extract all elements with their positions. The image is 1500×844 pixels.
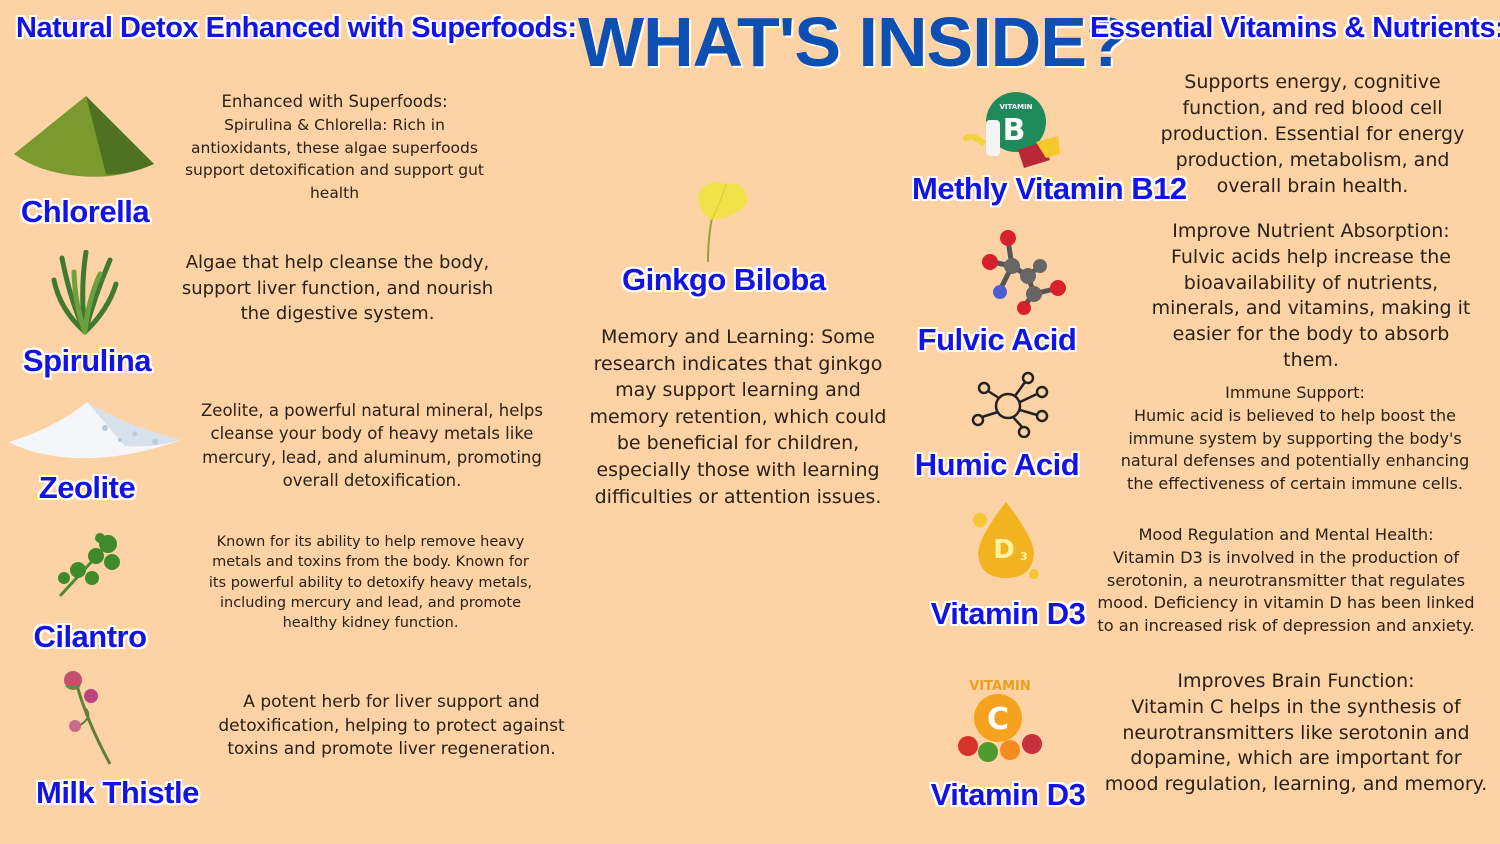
svg-text:C: C bbox=[987, 702, 1009, 737]
b12-badge-text: VITAMIN bbox=[999, 103, 1032, 111]
svg-text:VITAMIN: VITAMIN bbox=[969, 679, 1030, 694]
cilantro-leaf-icon bbox=[52, 532, 122, 600]
vitamin-c-icon: VITAMIN C bbox=[952, 674, 1052, 766]
milk-thistle-description: A potent herb for liver support and deto… bbox=[218, 692, 565, 759]
zeolite-description: Zeolite, a powerful natural mineral, hel… bbox=[201, 401, 543, 490]
molecule-outline-icon bbox=[968, 370, 1050, 438]
fulvic-desc-heading: Improve Nutrient Absorption: bbox=[1172, 220, 1450, 242]
cilantro-description: Known for its ability to help remove hea… bbox=[208, 534, 533, 632]
page-title: WHAT'S INSIDE? bbox=[578, 3, 1129, 81]
white-powder-icon bbox=[5, 398, 185, 463]
chlorella-label: Chlorella bbox=[20, 194, 150, 229]
molecule-icon bbox=[978, 228, 1073, 318]
left-heading: Natural Detox Enhanced with Superfoods: bbox=[16, 12, 577, 44]
zeolite-label: Zeolite bbox=[38, 470, 136, 505]
vitamin-b12-description: Supports energy, cognitive function, and… bbox=[1160, 71, 1465, 197]
ginkgo-description: Memory and Learning: Some research indic… bbox=[589, 326, 887, 508]
right-heading: Essential Vitamins & Nutrients: bbox=[1090, 12, 1500, 44]
spirulina-description: Algae that help cleanse the body, suppor… bbox=[181, 252, 494, 324]
svg-text:B: B bbox=[1003, 113, 1026, 148]
humic-acid-label: Humic Acid bbox=[914, 447, 1080, 482]
humic-desc-heading: Immune Support: bbox=[1225, 383, 1365, 402]
vitamin-b12-label: Methly Vitamin B12 bbox=[912, 171, 1187, 206]
vitamin-d3-description: Mood Regulation and Mental Health: Vitam… bbox=[1090, 524, 1482, 638]
fulvic-desc-body: Fulvic acids help increase the bioavaila… bbox=[1151, 245, 1471, 371]
seaweed-icon bbox=[50, 250, 120, 335]
humic-acid-description: Immune Support: Humic acid is believed t… bbox=[1110, 382, 1480, 496]
vitamin-d3-label: Vitamin D3 bbox=[930, 596, 1086, 631]
fulvic-acid-label: Fulvic Acid bbox=[917, 322, 1077, 357]
vitamin-c-label: Vitamin D3 bbox=[930, 777, 1086, 812]
chlorella-description: Enhanced with Superfoods: Spirulina & Ch… bbox=[172, 90, 497, 204]
chlorella-desc-heading: Enhanced with Superfoods: bbox=[221, 92, 448, 111]
green-powder-pile-icon bbox=[8, 92, 158, 182]
spirulina-label: Spirulina bbox=[22, 343, 152, 378]
milk-thistle-label: Milk Thistle bbox=[36, 775, 199, 810]
svg-text:3: 3 bbox=[1020, 550, 1028, 563]
ginkgo-label: Ginkgo Biloba bbox=[622, 262, 826, 297]
thistle-flower-icon bbox=[55, 668, 115, 768]
cilantro-label: Cilantro bbox=[33, 619, 147, 654]
chlorella-desc-body: Spirulina & Chlorella: Rich in antioxida… bbox=[184, 116, 485, 202]
svg-text:D: D bbox=[993, 535, 1015, 565]
vitamin-c-desc-body: Vitamin C helps in the synthesis of neur… bbox=[1104, 695, 1488, 796]
vitamin-b12-icon: VITAMIN B bbox=[958, 90, 1063, 172]
humic-desc-body: Humic acid is believed to help boost the… bbox=[1120, 405, 1470, 494]
vitamin-c-desc-heading: Improves Brain Function: bbox=[1177, 670, 1415, 692]
ginkgo-leaf-icon bbox=[692, 178, 752, 264]
vitamin-c-description: Improves Brain Function: Vitamin C helps… bbox=[1104, 669, 1488, 798]
d3-desc-body: Vitamin D3 is involved in the production… bbox=[1097, 547, 1475, 636]
fulvic-acid-description: Improve Nutrient Absorption: Fulvic acid… bbox=[1150, 219, 1472, 374]
d3-desc-heading: Mood Regulation and Mental Health: bbox=[1138, 525, 1434, 544]
